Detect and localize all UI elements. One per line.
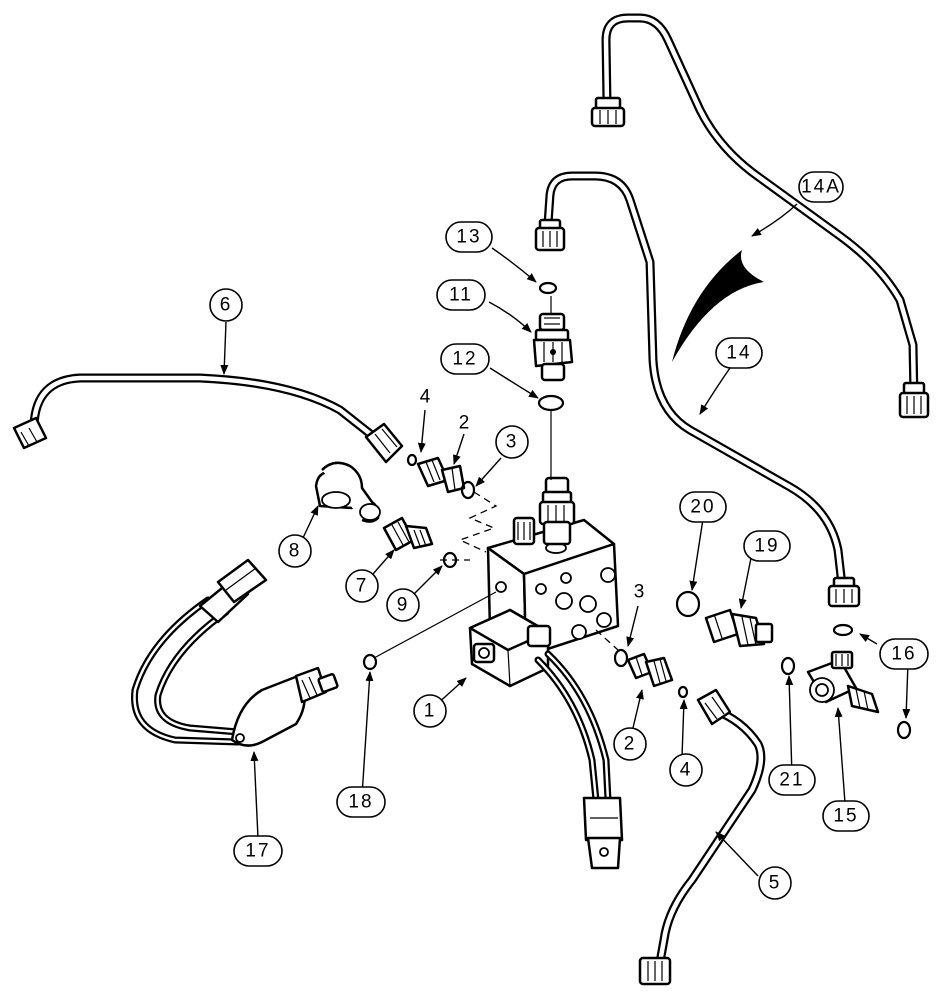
callout-14: 14 (715, 337, 763, 369)
callout-18: 18 (336, 786, 386, 818)
callout-label: 15 (833, 806, 858, 827)
callout-19: 19 (743, 530, 791, 562)
callout-label: 7 (356, 576, 369, 597)
callout-label: 1 (424, 701, 437, 722)
callout-17: 17 (233, 835, 283, 867)
o-ring-12 (537, 394, 565, 412)
assembly-lines (373, 296, 619, 659)
callout-9: 9 (386, 588, 420, 622)
o-rings (362, 281, 912, 740)
callout-3-upper: 3 (495, 425, 529, 459)
callout-label: 18 (348, 792, 373, 813)
tube-6-fitting-right (364, 422, 404, 464)
callout-2-lower: 2 (613, 727, 647, 761)
tube-5-fitting-top (696, 688, 732, 726)
tube-6-fitting-left (12, 416, 48, 450)
callout-label: 14 (726, 343, 751, 364)
callout-20: 20 (679, 491, 727, 523)
solenoid-wire (534, 650, 624, 870)
o-ring-16-upper (832, 623, 854, 637)
o-ring-18 (362, 653, 378, 671)
callout-label: 16 (891, 644, 916, 665)
callout-label: 12 (452, 349, 477, 370)
callout-label: 17 (245, 841, 270, 862)
callout-label: 11 (449, 285, 473, 306)
protective-cap (314, 461, 381, 523)
callout-label: 4 (420, 387, 433, 408)
callout-16: 16 (879, 638, 929, 670)
tube-14a (590, 13, 930, 419)
callout-8: 8 (278, 534, 312, 568)
o-ring-13 (538, 281, 558, 295)
callout-4-lower: 4 (669, 753, 703, 787)
callout-11: 11 (436, 279, 486, 311)
callout-label: 19 (754, 536, 779, 557)
o-ring-4-upper (406, 453, 418, 467)
tube-5-fitting-bottom (638, 956, 672, 986)
o-ring-20 (675, 590, 701, 618)
callout-5: 5 (758, 866, 792, 900)
o-ring-3-lower (613, 648, 629, 668)
solenoid-connector (582, 796, 624, 870)
sensor-connector (198, 558, 268, 624)
callout-4-upper: 4 (420, 387, 433, 408)
callout-label: 8 (289, 541, 302, 562)
callout-label: 14A (801, 177, 841, 198)
callout-14a: 14A (798, 171, 844, 203)
callout-label: 4 (680, 760, 693, 781)
tube-14-fitting-bottom (827, 576, 861, 608)
callout-7: 7 (345, 569, 379, 603)
callout-label: 3 (634, 582, 647, 603)
callout-21: 21 (768, 764, 816, 796)
callout-2-upper: 2 (459, 413, 472, 434)
callout-label: 13 (456, 227, 481, 248)
tube-5 (638, 688, 766, 986)
leader-lines (220, 203, 911, 877)
o-ring-21 (780, 656, 796, 676)
callout-3-lower: 3 (634, 582, 647, 603)
fitting-7 (382, 516, 434, 552)
fitting-19 (704, 608, 774, 648)
callout-13: 13 (445, 221, 493, 253)
o-ring-3-upper (460, 480, 476, 500)
tube-14a-fitting-top (590, 96, 626, 128)
fitting-2-upper (416, 456, 466, 494)
callout-label: 5 (769, 873, 782, 894)
callout-1: 1 (413, 694, 447, 728)
tube-6 (12, 373, 404, 464)
cartridge-valve (538, 476, 576, 546)
tube-14-fitting-top (534, 218, 566, 252)
tube-14 (534, 171, 861, 608)
o-ring-16-lower (896, 720, 912, 740)
tee-fitting-15 (806, 650, 880, 714)
callout-label: 2 (624, 734, 637, 755)
callout-6: 6 (209, 288, 243, 322)
callout-label: 21 (779, 770, 804, 791)
fitting-2-lower (626, 652, 674, 688)
callout-12: 12 (440, 343, 490, 375)
callout-label: 3 (506, 432, 519, 453)
callout-15: 15 (822, 800, 870, 832)
tube-14a-fitting-bottom (898, 381, 930, 419)
direction-marker (672, 250, 764, 362)
solenoid-coil (468, 608, 552, 688)
cartridge-fitting-11 (532, 312, 574, 382)
callout-label: 6 (220, 295, 233, 316)
callout-label: 20 (690, 497, 715, 518)
pressure-sensor (131, 558, 339, 747)
callout-label: 9 (397, 595, 410, 616)
callout-label: 2 (459, 413, 472, 434)
o-ring-4-lower (677, 685, 689, 699)
